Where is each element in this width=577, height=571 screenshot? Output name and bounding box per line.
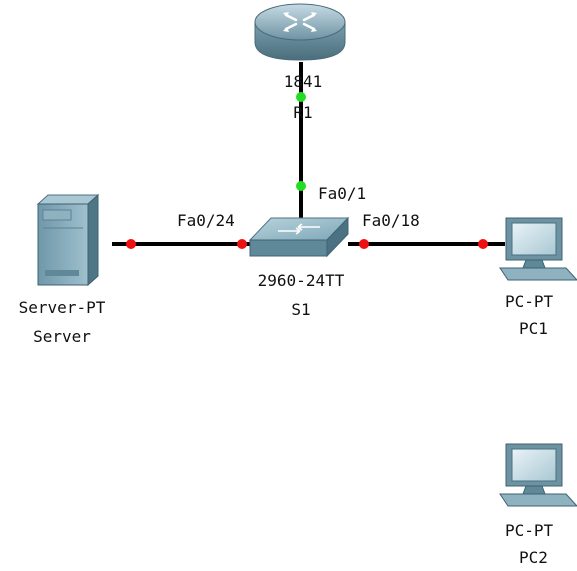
router-model-label: 1841: [283, 72, 323, 91]
switch-model-label: 2960-24TT: [257, 271, 345, 290]
port-status-dot: [478, 239, 488, 249]
port-status-dot: [359, 239, 369, 249]
switch-icon[interactable]: [248, 216, 350, 258]
server-model-label: Server-PT: [18, 298, 106, 317]
pc1-model-label: PC-PT: [505, 292, 554, 311]
port-label-fa0-24: Fa0/24: [177, 211, 235, 230]
pc-icon[interactable]: [499, 443, 577, 507]
pc2-model-label: PC-PT: [505, 521, 554, 540]
pc1-name-label: PC1: [519, 319, 548, 338]
port-label-fa0-18: Fa0/18: [362, 211, 420, 230]
pc2-name-label: PC2: [519, 548, 548, 567]
port-status-dot: [126, 239, 136, 249]
port-status-dot: [296, 181, 306, 191]
pc-icon[interactable]: [499, 217, 577, 281]
server-icon[interactable]: [36, 193, 100, 287]
port-label-fa0-1: Fa0/1: [318, 184, 367, 203]
server-name-label: Server: [33, 327, 91, 346]
router-icon[interactable]: [254, 3, 346, 61]
switch-name-label: S1: [291, 300, 311, 319]
port-status-dot: [237, 239, 247, 249]
port-status-dot: [296, 92, 306, 102]
router-name-label: R1: [293, 103, 313, 122]
